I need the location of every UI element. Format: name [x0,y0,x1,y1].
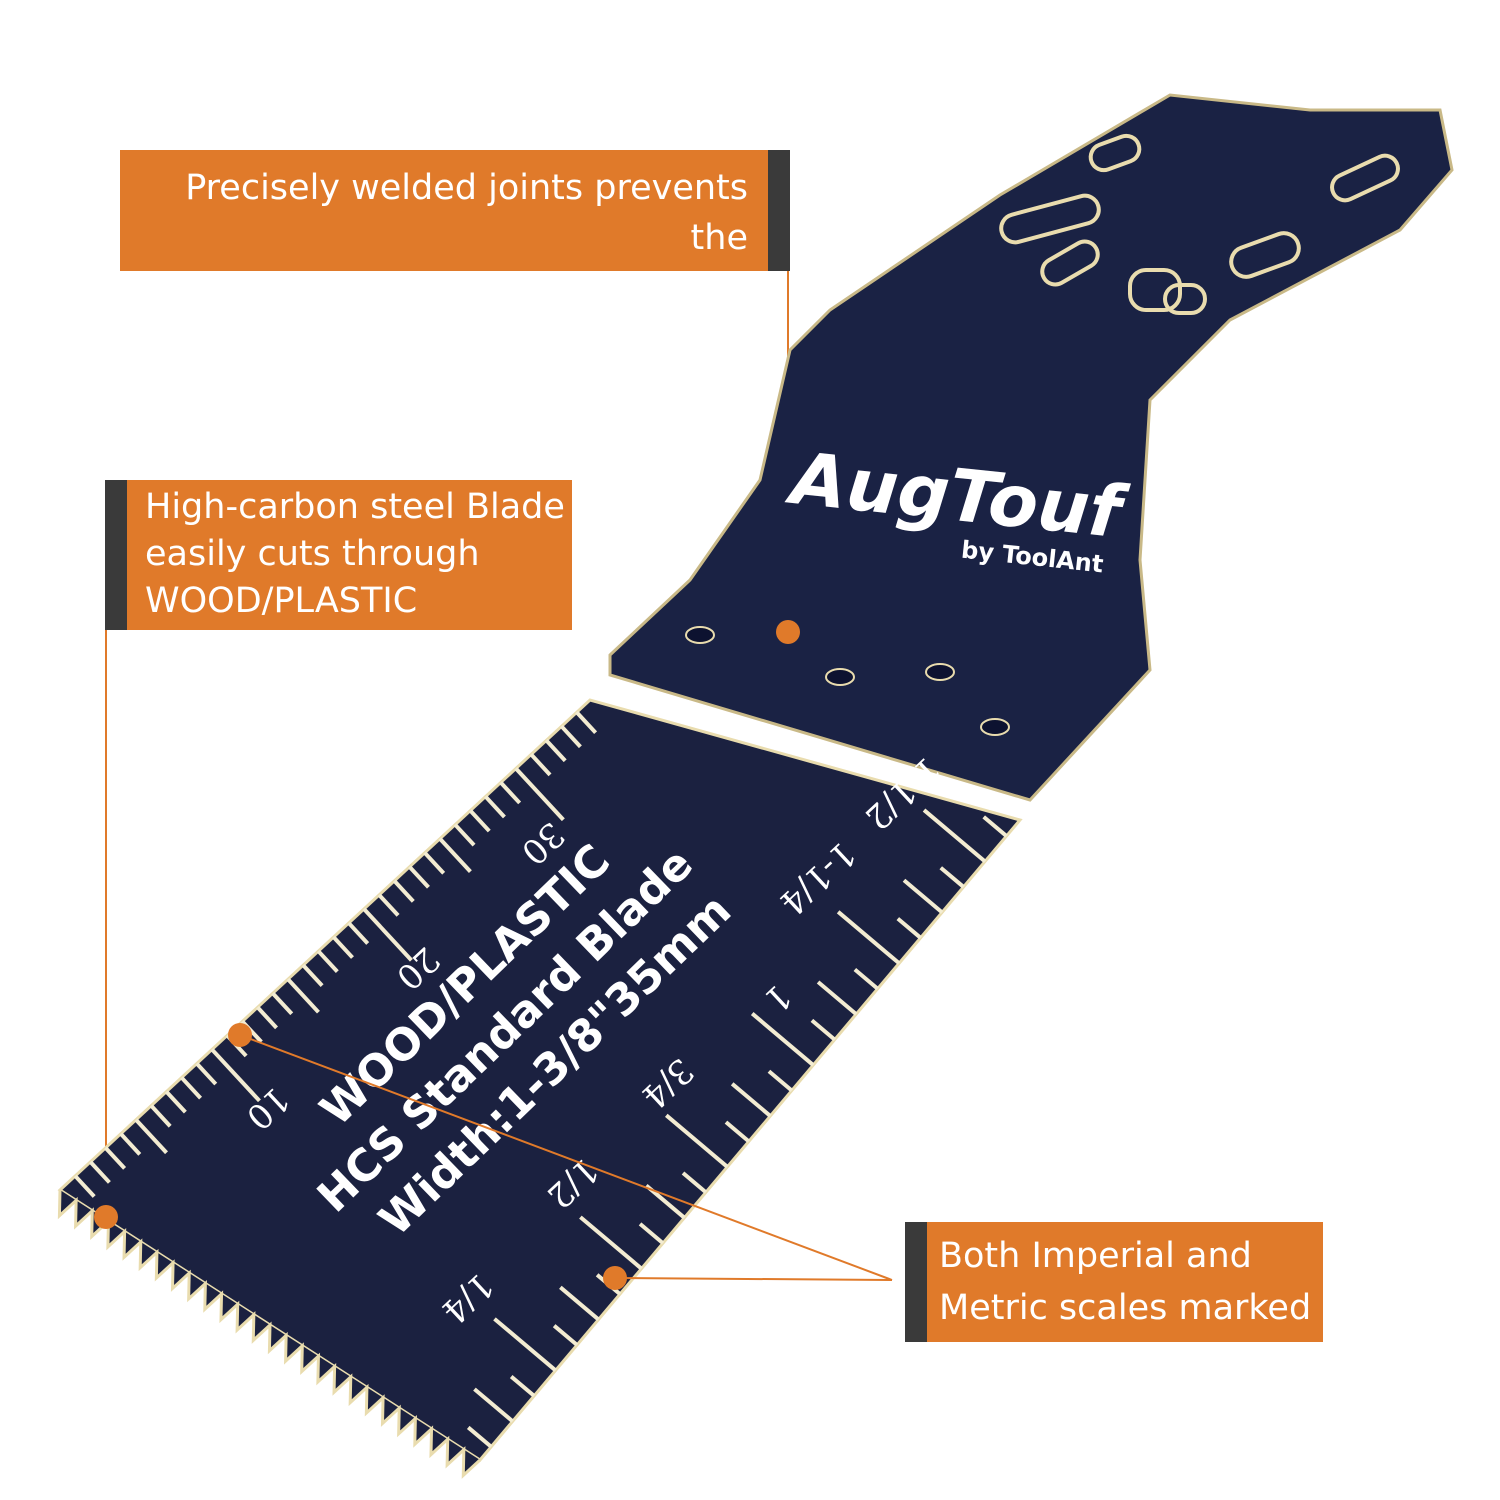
imperial-tick [922,808,987,864]
scales-leader-lines [239,1034,893,1281]
imperial-tick [509,1375,536,1398]
mounting-plate [608,93,1454,802]
metric-tick [301,963,324,988]
imperial-tick [982,815,1008,838]
metric-tick [559,724,582,749]
metric-tick [499,781,522,805]
metric-tick [256,1005,278,1030]
imperial-tick [896,917,923,940]
metric-tick [468,809,491,833]
callout-text-line: Precisely welded joints prevents the [185,168,748,258]
metric-tick [195,1062,218,1086]
metric-tick [347,921,370,945]
mounting-slots [999,133,1400,315]
metric-tick [377,893,400,917]
imperial-tick [579,1215,643,1271]
callout-bar [768,150,790,271]
callout-dots [94,620,800,1290]
imperial-tick [750,1012,815,1067]
metric-tick [332,935,354,959]
metric-tick [180,1076,203,1100]
metric-tick [529,752,552,777]
callout-welded-joints: Precisely welded joints prevents the bla… [120,150,790,308]
imperial-tick [767,1069,794,1093]
imperial-tick [665,1113,729,1169]
imperial-tick [730,1082,772,1118]
callout-steel-blade: High-carbon steel Blade easily cuts thro… [105,480,572,630]
imperial-tick [681,1171,708,1194]
metric-tick [407,865,430,889]
metric-tick [88,1160,111,1184]
callout-text-line: High-carbon steel Blade [145,487,565,527]
callout-text-line: blade from falling apart [335,268,748,308]
imperial-tick [466,1425,493,1449]
saw-teeth [57,1189,482,1479]
imperial-tick [724,1120,751,1144]
callout-text-line: easily cuts through [145,534,480,574]
imperial-tick [939,866,965,889]
metric-tick [483,795,506,819]
metric-tick [271,991,294,1016]
metric-tick [164,1090,187,1114]
imperial-tick [473,1387,514,1423]
metric-tick [514,766,565,822]
metric-tick [392,879,415,903]
metric-tick [210,1048,261,1103]
callout-bar [905,1222,927,1342]
imperial-tick [638,1222,665,1245]
imperial-tick [810,1018,837,1042]
metric-tick [316,949,339,973]
metric-tick [119,1132,142,1156]
callout-scales: Both Imperial and Metric scales marked [905,1222,1323,1342]
imperial-tick [552,1324,579,1347]
imperial-tick [853,967,880,991]
rivet-holes [685,626,1010,736]
metric-tick [423,851,446,875]
imperial-tick [816,980,858,1016]
blade-teeth [57,1189,482,1479]
callout-text-line: WOOD/PLASTIC [145,581,418,621]
metric-tick [134,1118,168,1155]
callout-text-line: Metric scales marked [939,1288,1312,1328]
metric-tick [104,1146,127,1170]
metric-tick [149,1104,172,1128]
imperial-tick [493,1317,557,1372]
metric-tick [73,1174,96,1198]
metric-tick [362,907,413,962]
callout-bar [105,480,127,630]
metric-tick [575,710,598,735]
callout-text-line: Both Imperial and [939,1236,1252,1276]
metric-tick [286,977,320,1014]
ruler-ticks [73,710,1008,1449]
imperial-tick [902,878,944,915]
metric-tick [544,738,567,763]
metric-tick [438,837,472,874]
imperial-tick [559,1285,600,1322]
imperial-tick [836,910,901,965]
metric-tick [453,823,476,847]
